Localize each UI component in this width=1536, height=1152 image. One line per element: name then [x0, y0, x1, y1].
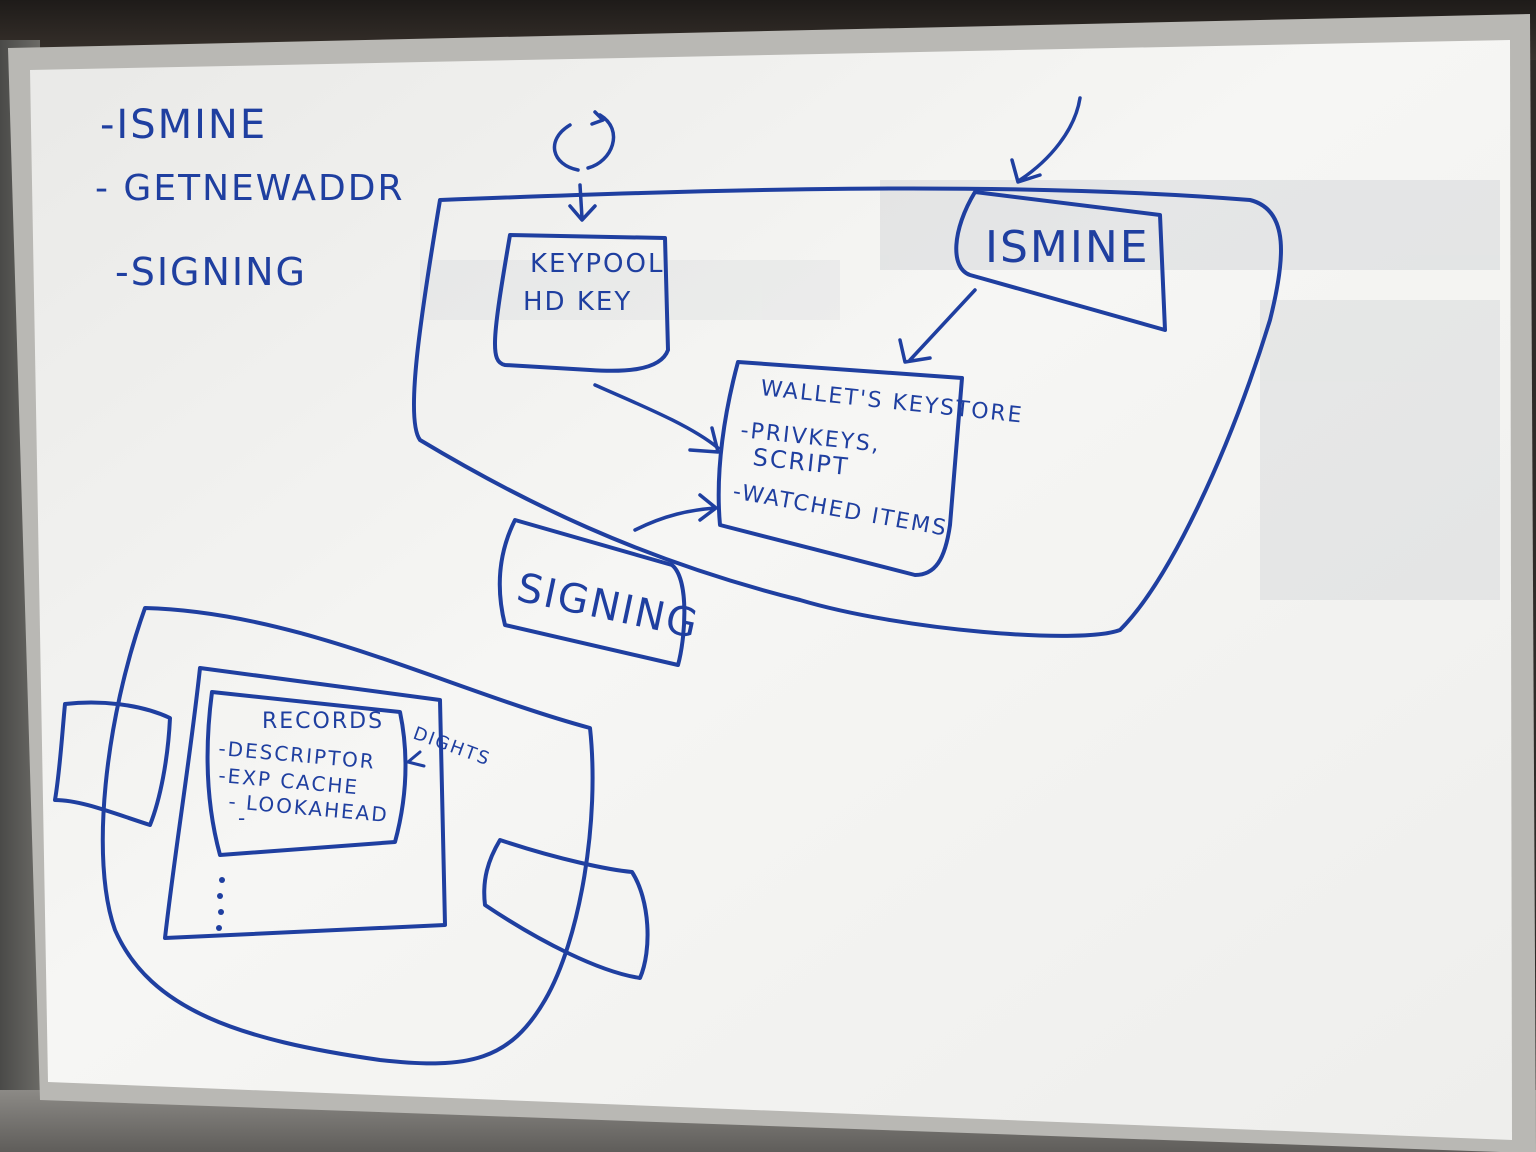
note-signing: -SIGNING: [115, 250, 307, 294]
ismine-to-keystore-arrow: [898, 288, 977, 364]
signing-to-keystore-arrow: [633, 493, 718, 532]
side-note-arrow: [406, 750, 426, 768]
keypool-box: [493, 233, 670, 373]
note-getnewaddr: - GETNEWADDR: [95, 168, 404, 209]
refresh-icon: [552, 110, 616, 172]
keypool-to-keystore-arrow: [593, 383, 720, 454]
ismine-label: ISMINE: [985, 222, 1150, 273]
wallet-outline: [411, 186, 1283, 638]
right-side-box: [482, 838, 650, 980]
records-title: RECORDS: [262, 709, 384, 734]
ellipsis: [216, 877, 225, 931]
keystore-box: [716, 360, 964, 577]
ismine-box: [954, 190, 1167, 332]
ismine-down-arrow: [1010, 96, 1082, 184]
keypool-label: KEYPOOL: [530, 249, 664, 279]
lower-outer-outline: [100, 606, 595, 1066]
signing-box: [497, 518, 687, 667]
note-ismine: -ISMINE: [100, 102, 267, 148]
records-box: [205, 690, 408, 857]
whiteboard-surface: [30, 40, 1512, 1140]
records-container: [163, 666, 447, 940]
hdkey-label: HD KEY: [523, 287, 632, 317]
records-item-empty: -: [238, 806, 247, 830]
left-side-box: [53, 700, 172, 827]
down-arrow-icon: [568, 183, 597, 222]
